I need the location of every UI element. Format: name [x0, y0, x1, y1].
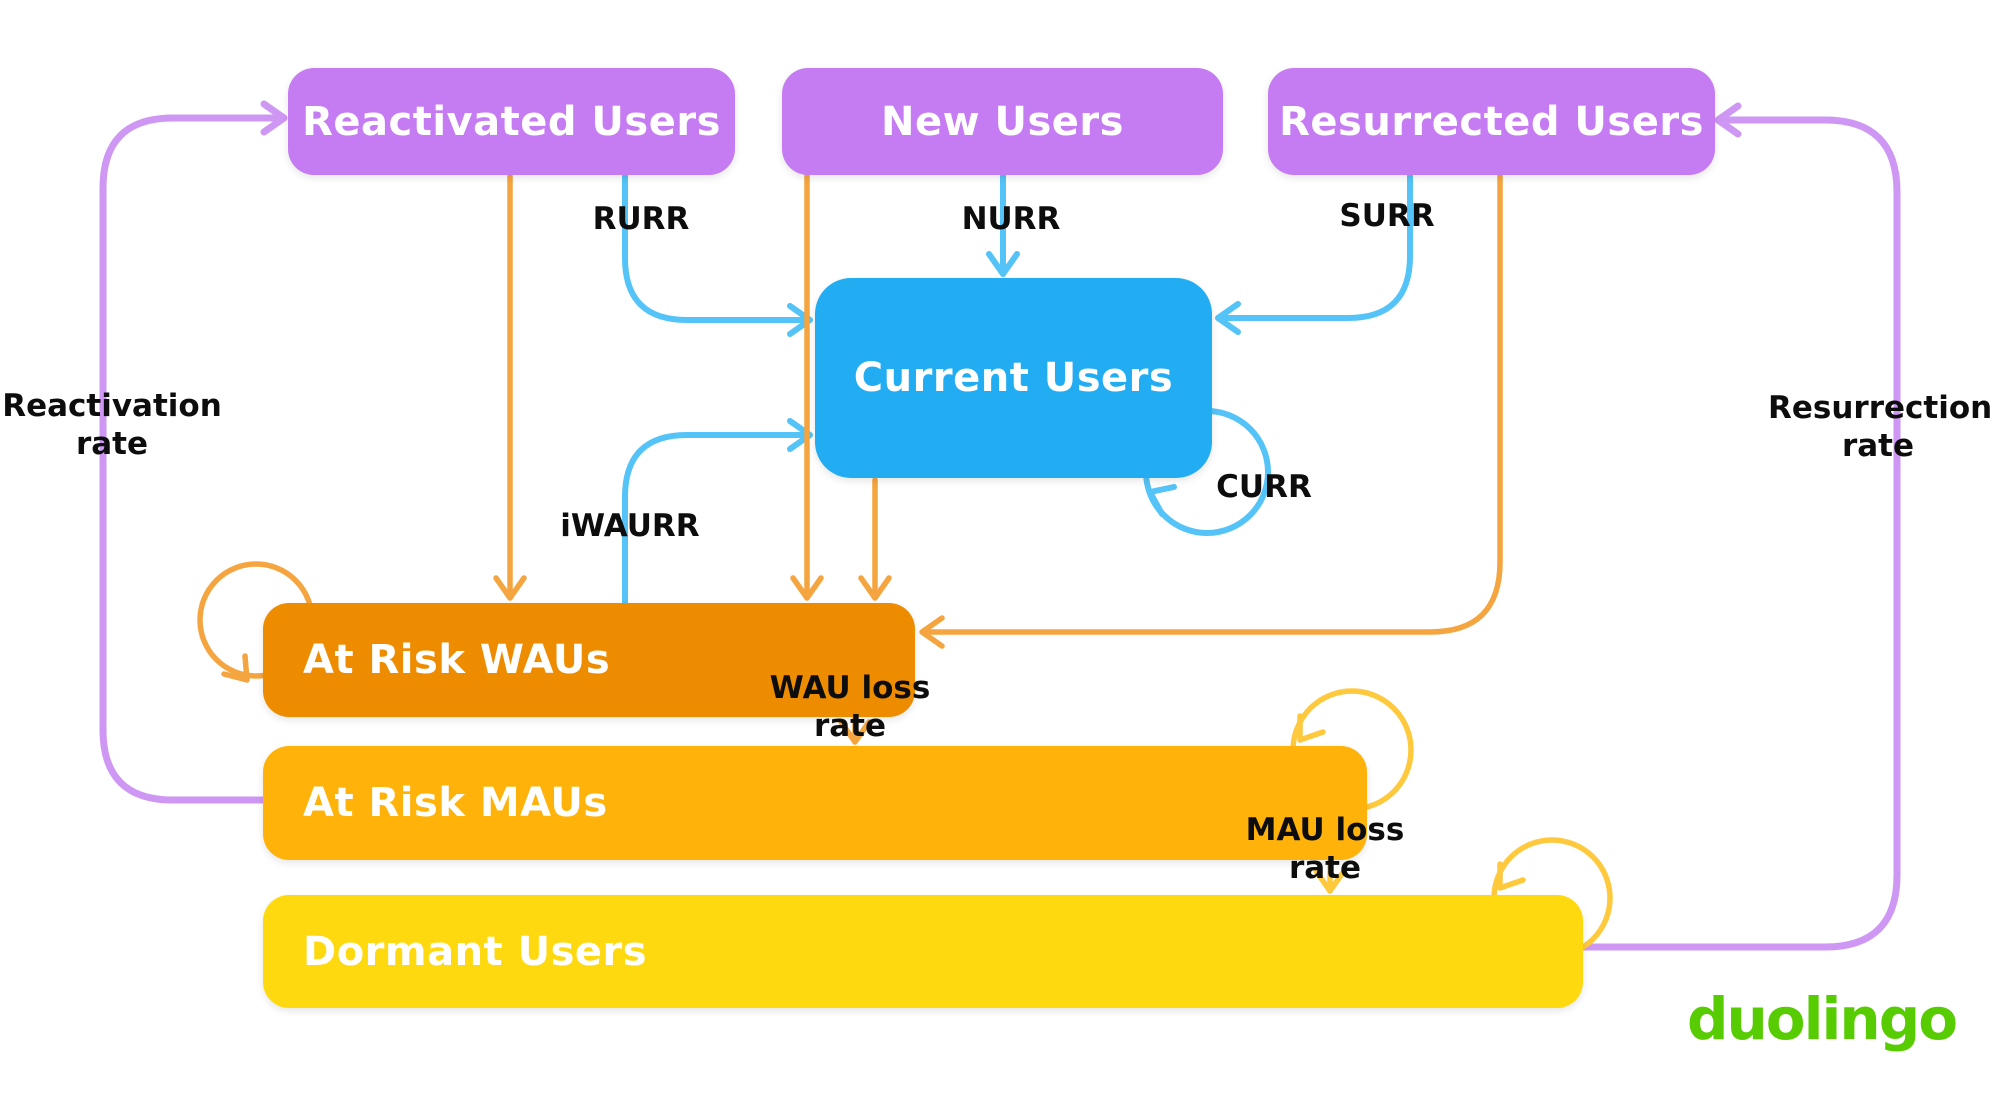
edge-surr	[1215, 173, 1413, 335]
node-current-users: Current Users	[815, 278, 1212, 478]
duolingo-logo: duolingo	[1687, 985, 1958, 1053]
node-label: Resurrected Users	[1279, 98, 1704, 145]
node-new-users: New Users	[782, 68, 1223, 175]
node-at-risk-maus: At Risk MAUs	[263, 746, 1367, 860]
node-label: New Users	[881, 98, 1124, 145]
edge-label-surr: SURR	[1339, 198, 1435, 234]
node-label: Dormant Users	[303, 928, 648, 975]
node-reactivated-users: Reactivated Users	[288, 68, 735, 175]
edge-reactivation-rate	[99, 100, 288, 804]
node-label: Reactivated Users	[302, 98, 721, 145]
edge-mau-loss-rate	[1313, 858, 1347, 894]
edge-label-reactivation-rate: Reactivation rate	[2, 388, 222, 462]
edge-label-nurr: NURR	[961, 201, 1061, 237]
edge-reactivated-to-waus	[493, 173, 527, 601]
node-label: At Risk WAUs	[303, 637, 611, 683]
edge-nurr	[986, 173, 1020, 277]
edge-current-to-waus	[858, 477, 892, 601]
edge-wau-loss-rate	[838, 715, 872, 745]
edge-rurr	[622, 173, 813, 337]
node-resurrected-users: Resurrected Users	[1268, 68, 1715, 175]
edge-resurrected-to-waus	[919, 173, 1503, 649]
node-dormant-users: Dormant Users	[263, 895, 1583, 1008]
node-label: At Risk MAUs	[303, 780, 608, 826]
edge-resurrection-rate	[1579, 102, 1901, 951]
edge-label-curr: CURR	[1216, 469, 1312, 505]
edge-label-mau-loss-rate: MAU loss rate	[1245, 812, 1405, 886]
edge-label-iwaurr: iWAURR	[560, 508, 700, 544]
edge-label-rurr: RURR	[592, 201, 690, 237]
node-at-risk-waus: At Risk WAUs	[263, 603, 915, 717]
edge-label-resurrection-rate: Resurrection rate	[1768, 390, 1993, 464]
node-label: Current Users	[853, 355, 1174, 401]
edge-label-wau-loss-rate: WAU loss rate	[769, 670, 931, 744]
edge-iwaurr	[622, 418, 813, 605]
edge-new-to-waus	[790, 173, 824, 601]
